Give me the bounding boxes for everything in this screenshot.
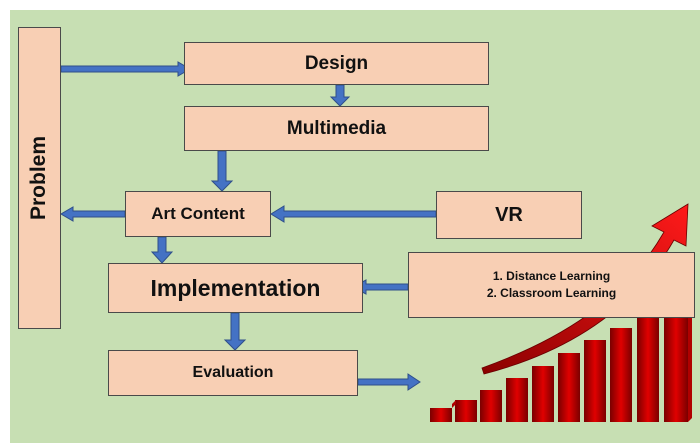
classroom-learning-label: 2. Classroom Learning <box>486 286 617 300</box>
problem-label: Problem <box>27 135 51 221</box>
arrow-problem-to-design <box>60 61 191 77</box>
art-content-label: Art Content <box>151 204 245 223</box>
arrow-implementation-to-evaluation <box>223 312 247 351</box>
evaluation-label: Evaluation <box>192 364 274 381</box>
evaluation-box: Evaluation <box>108 350 358 396</box>
distance-learning-label: 1. Distance Learning <box>492 269 611 283</box>
vr-label: VR <box>495 203 523 226</box>
arrow-evaluation-to-chart <box>357 373 421 391</box>
vr-box: VR <box>436 191 582 239</box>
art-content-box: Art Content <box>125 191 271 237</box>
arrow-art-content-to-problem <box>60 206 126 222</box>
multimedia-label: Multimedia <box>286 117 387 139</box>
arrow-multimedia-to-art-content <box>210 150 234 192</box>
rising-bar-chart-with-red-arrow-icon <box>430 203 692 422</box>
arrow-design-to-multimedia <box>329 84 351 107</box>
implementation-box: Implementation <box>108 263 363 313</box>
multimedia-box: Multimedia <box>184 106 489 151</box>
design-box: Design <box>184 42 489 85</box>
learning-modes-box: 1. Distance Learning 2. Classroom Learni… <box>408 252 695 318</box>
design-label: Design <box>304 52 369 74</box>
arrow-art-content-to-implementation <box>150 236 174 264</box>
problem-box: Problem <box>18 27 61 329</box>
arrow-vr-to-art-content <box>270 205 437 223</box>
implementation-label: Implementation <box>150 274 321 301</box>
